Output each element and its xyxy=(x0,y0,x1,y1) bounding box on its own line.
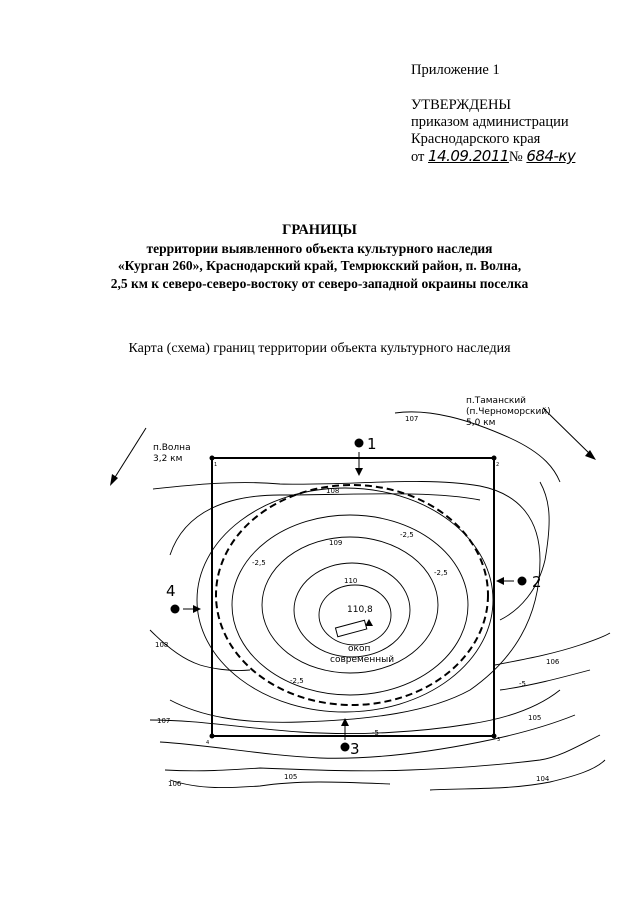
arrow-to-tamansky xyxy=(542,407,596,460)
elev-109: 109 xyxy=(329,539,342,547)
trench-symbol xyxy=(334,619,368,638)
view-point-1: 1 xyxy=(354,435,377,476)
trench-type: современный xyxy=(330,655,394,665)
elev-minus25-a: -2,5 xyxy=(400,531,414,539)
approval-block: Приложение 1 УТВЕРЖДЕНЫ приказом админис… xyxy=(411,62,576,166)
elev-104: 104 xyxy=(536,775,550,783)
approved-region-line: Краснодарского края xyxy=(411,131,541,147)
tamansky-distance: 5,0 км xyxy=(466,418,495,428)
document-title: ГРАНИЦЫ территории выявленного объекта к… xyxy=(0,222,639,292)
elev-minus25-d: -2,5 xyxy=(290,677,304,685)
elev-106-bottom: 106 xyxy=(168,780,182,788)
elev-minus25-c: -2,5 xyxy=(434,569,448,577)
elev-minus5-right: -5 xyxy=(519,680,526,688)
title-heading: ГРАНИЦЫ xyxy=(282,222,357,238)
map-caption: Карта (схема) границ территории объекта … xyxy=(128,341,511,356)
trench-label: окоп xyxy=(348,644,370,654)
corner-3-label: 3 xyxy=(497,737,500,743)
view-point-1-label: 1 xyxy=(367,435,377,453)
elev-105-right: 105 xyxy=(528,714,541,722)
view-point-4: 4 xyxy=(166,582,201,614)
title-line-3: 2,5 км к северо-северо-востоку от северо… xyxy=(110,275,529,291)
elev-107-left: 107 xyxy=(157,717,170,725)
object-boundary-dashed xyxy=(215,484,489,706)
arrow-to-volna xyxy=(110,427,147,486)
order-date-line: от 14.09.2011№ 684-ку xyxy=(411,147,576,166)
appendix-label: Приложение 1 xyxy=(411,62,500,78)
title-line-1: территории выявленного объекта культурно… xyxy=(146,240,493,256)
order-number: 684-ку xyxy=(526,147,576,165)
tamansky-label: п.Таманский xyxy=(466,396,526,406)
elev-108-top: 108 xyxy=(326,487,339,495)
approved-by-line: приказом администрации xyxy=(411,114,569,130)
corner-4-label: 4 xyxy=(206,740,209,746)
elev-minus25-b: -2,5 xyxy=(252,559,266,567)
chernomorsky-label: (п.Черноморский) xyxy=(466,407,551,417)
elev-minus5-bottom: -5 xyxy=(372,729,379,737)
corner-1-label: 1 xyxy=(214,462,217,468)
number-prefix: № xyxy=(508,149,523,165)
view-point-3: 3 xyxy=(340,718,360,758)
elev-107-top: 107 xyxy=(405,415,418,423)
elev-108-left: 108 xyxy=(155,641,168,649)
corner-2-label: 2 xyxy=(496,462,499,468)
view-point-2: 2 xyxy=(496,573,542,591)
view-point-3-label: 3 xyxy=(350,740,360,758)
elev-105-bottom: 105 xyxy=(284,773,297,781)
territory-square xyxy=(211,457,495,737)
elev-110: 110 xyxy=(344,577,357,585)
volna-distance: 3,2 км xyxy=(153,454,182,464)
title-line-2: «Курган 260», Краснодарский край, Темрюк… xyxy=(117,258,522,273)
order-date: 14.09.2011 xyxy=(428,147,509,165)
view-point-2-label: 2 xyxy=(532,573,542,591)
peak-elevation: 110,8 xyxy=(347,605,373,615)
contour-lines xyxy=(149,411,611,791)
volna-label: п.Волна xyxy=(153,443,191,453)
view-point-4-label: 4 xyxy=(166,582,176,600)
approved-heading: УТВЕРЖДЕНЫ xyxy=(411,97,512,113)
from-prefix: от xyxy=(411,149,425,165)
elev-106-right: 106 xyxy=(546,658,560,666)
